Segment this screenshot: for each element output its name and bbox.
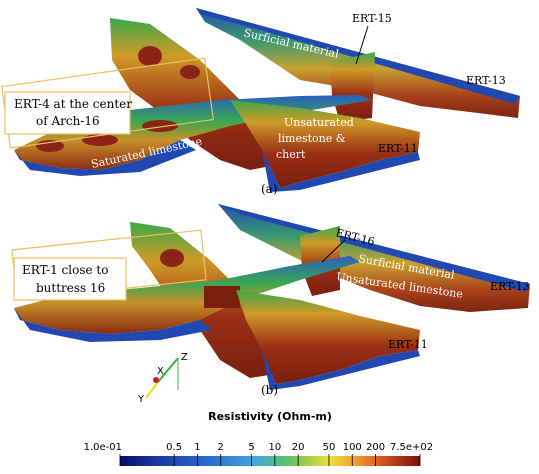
ert1-label: buttress 16 bbox=[36, 281, 105, 295]
axis-y-label: Y bbox=[137, 394, 145, 405]
colorbar-tick-label: 5 bbox=[248, 442, 254, 453]
ert11-section-a bbox=[230, 100, 420, 188]
label-ert15-a: ERT-15 bbox=[352, 12, 392, 25]
colorbar-tick-label: 100 bbox=[343, 442, 362, 453]
colorbar-tick-label: 7.5e+02 bbox=[390, 442, 433, 453]
resistive-blob bbox=[180, 65, 200, 79]
ert1-label: ERT-1 close to bbox=[22, 263, 108, 277]
ert13-surface-b bbox=[218, 204, 530, 292]
colorbar-tick-label: 0.5 bbox=[166, 442, 182, 453]
panel-b: ERT-1 close to buttress 16 ERT-16 Surfic… bbox=[11, 204, 530, 405]
panel-a: ERT-4 at the center of Arch-16 Surficial… bbox=[1, 8, 520, 196]
colorbar-tick-label: 20 bbox=[292, 442, 305, 453]
colorbar-title: Resistivity (Ohm-m) bbox=[208, 410, 332, 423]
colorbar-tick-label: 50 bbox=[323, 442, 336, 453]
resistive-block bbox=[204, 286, 240, 308]
ert13-section-b bbox=[218, 204, 530, 312]
colorbar-ticks: 1.0e-01 0.5 1 2 5 10 20 50 100 200 7.5e+02 bbox=[84, 442, 433, 466]
pointer-line bbox=[355, 25, 369, 65]
label-ert13-b: ERT-13 bbox=[490, 280, 530, 293]
label-unsaturated-a: limestone & bbox=[278, 132, 346, 145]
label-unsaturated-a: Unsaturated bbox=[284, 116, 354, 129]
axis-z-label: Z bbox=[181, 352, 188, 363]
ert4-label: ERT-4 at the center bbox=[14, 97, 132, 111]
label-unsaturated-a: chert bbox=[276, 148, 306, 161]
label-ert11-b: ERT-11 bbox=[388, 338, 428, 351]
ert4-label: of Arch-16 bbox=[36, 114, 100, 128]
ert15-section-a bbox=[330, 52, 375, 122]
axes-triad: Z X Y bbox=[137, 352, 188, 405]
resistive-blob bbox=[138, 46, 162, 66]
label-ert11-a: ERT-11 bbox=[378, 142, 418, 155]
resistive-blob bbox=[36, 140, 64, 152]
label-unsaturated-b: & chert bbox=[338, 287, 383, 306]
colorbar-tick-label: 1 bbox=[194, 442, 200, 453]
colorbar-tick-label: 2 bbox=[218, 442, 224, 453]
resistive-blob bbox=[160, 249, 184, 267]
colorbar-tick-label: 10 bbox=[268, 442, 281, 453]
ert-flat-base-b bbox=[14, 308, 212, 342]
ert11-base-b bbox=[262, 350, 420, 390]
ert-flat-base-a bbox=[14, 140, 196, 176]
caption-b: (b) bbox=[261, 383, 278, 397]
axis-x-label: X bbox=[157, 366, 164, 377]
ert1-label-bg bbox=[13, 257, 127, 301]
colorbar-tick-label: 200 bbox=[366, 442, 385, 453]
colorbar-gradient bbox=[120, 456, 420, 466]
resistive-blob bbox=[142, 120, 178, 132]
colorbar-tick-label: 1.0e-01 bbox=[84, 442, 122, 453]
ert11-section-b bbox=[236, 290, 420, 384]
label-ert13-a: ERT-13 bbox=[466, 74, 506, 87]
ert4-label-bg bbox=[4, 91, 131, 135]
pointer-line bbox=[321, 239, 346, 263]
ert11-base-a bbox=[262, 150, 420, 192]
caption-a: (a) bbox=[261, 182, 278, 196]
ert-flat-section-b bbox=[14, 256, 360, 334]
